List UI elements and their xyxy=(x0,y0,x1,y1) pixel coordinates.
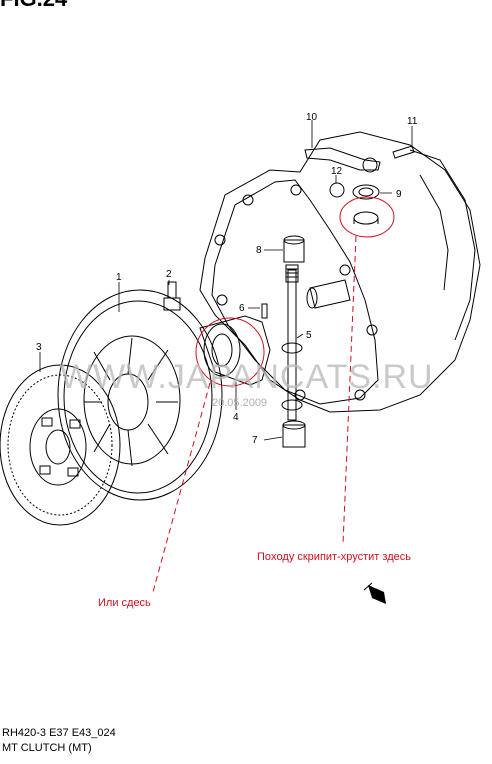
flange-boss xyxy=(366,324,378,336)
seal-in-housing-wall xyxy=(353,218,379,224)
release-bearing-inner xyxy=(211,333,233,367)
part-number-4: 4 xyxy=(233,412,239,423)
annotation-note-bearing: Или сдесь xyxy=(98,597,151,609)
part-number-labels: 1 2 3 4 5 6 7 8 9 10 11 12 xyxy=(36,112,418,446)
part-number-9: 9 xyxy=(396,189,402,200)
clutch-cover-rim xyxy=(63,300,213,494)
part-number-5: 5 xyxy=(306,330,312,341)
seal-9-inner xyxy=(358,187,374,197)
shift-lever-10 xyxy=(304,147,381,171)
disc-damper-springs xyxy=(39,417,81,477)
housing-flange xyxy=(211,179,379,405)
part-number-10: 10 xyxy=(306,112,318,123)
clutch-disc-lining xyxy=(7,374,113,516)
flange-boss xyxy=(354,389,366,401)
figure-title: FIG.24 xyxy=(0,0,67,12)
bushing-8-top xyxy=(283,235,305,245)
part-number-11: 11 xyxy=(407,116,418,127)
bushing-8 xyxy=(283,239,305,263)
part-number-6: 6 xyxy=(239,303,245,314)
annotation-leader-bearing xyxy=(152,382,211,593)
leader-lines xyxy=(39,120,413,441)
clutch-disc-hub xyxy=(45,429,71,465)
input-shaft-end xyxy=(306,287,318,309)
shaft-splines xyxy=(285,264,299,283)
seal-in-housing xyxy=(353,211,379,225)
flange-boss xyxy=(214,234,226,246)
clutch-cover-outer xyxy=(57,289,223,501)
release-fork-shaft xyxy=(287,269,297,421)
input-shaft-stub xyxy=(309,279,351,309)
bushing-7-top xyxy=(282,420,306,430)
flange-boss xyxy=(339,264,351,276)
part-number-3: 3 xyxy=(36,342,42,353)
flange-boss xyxy=(290,184,302,196)
annotation-note-seal: Поxоду скрипит-хрустит здесь xyxy=(257,551,411,563)
bushing-7 xyxy=(282,424,306,448)
flange-boss xyxy=(242,194,254,206)
watermark-date: 20.05.2009 xyxy=(212,397,268,409)
housing-rear-section xyxy=(409,149,476,341)
clutch-disc-outer xyxy=(0,364,121,526)
flange-boss xyxy=(294,389,306,401)
annotation-leader-seal xyxy=(342,235,357,545)
part-number-2: 2 xyxy=(166,269,172,280)
figure-subtitle: MT CLUTCH (MT) xyxy=(2,742,92,754)
flange-boss xyxy=(216,294,228,306)
shaft-collar xyxy=(281,342,303,354)
diaphragm-fingers xyxy=(84,337,178,467)
direction-arrow-icon xyxy=(363,582,386,604)
pin-6 xyxy=(261,303,268,319)
release-bearing-outer xyxy=(203,323,241,377)
annotation-circle-release-bearing xyxy=(195,317,265,387)
annotation-circle-seal xyxy=(339,196,395,238)
part-number-12: 12 xyxy=(331,166,343,177)
bolt-2 xyxy=(163,281,181,311)
washer-12 xyxy=(329,182,345,198)
transmission-housing xyxy=(199,131,481,413)
shift-lever-end xyxy=(362,157,378,173)
shaft-collar xyxy=(281,399,303,411)
bolt-11 xyxy=(392,145,415,159)
seal-9-outer xyxy=(352,184,380,200)
part-number-1: 1 xyxy=(116,272,122,283)
clutch-disc-hub-plate xyxy=(29,408,87,486)
watermark-text: WWW.JAPANCATS.RU xyxy=(60,358,434,396)
clutch-cover-center xyxy=(107,373,149,431)
part-number-8: 8 xyxy=(256,245,262,256)
figure-code: RH420-3 E37 E43_024 xyxy=(2,727,116,739)
part-number-7: 7 xyxy=(252,435,258,446)
